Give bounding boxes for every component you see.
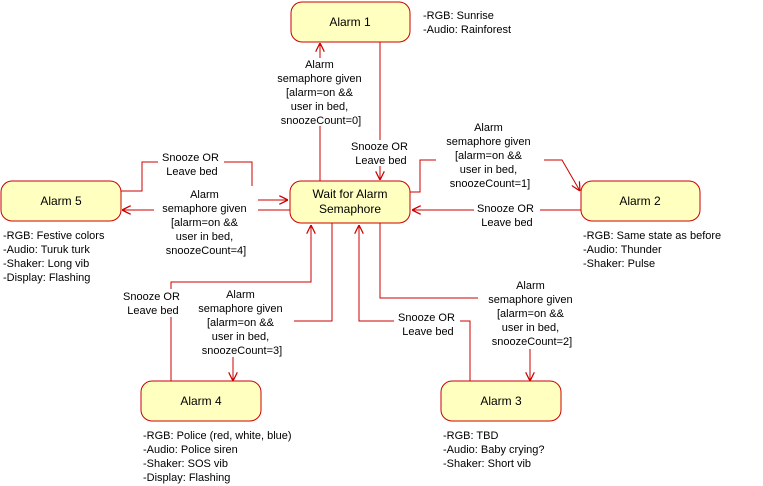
label-to-alarm4: Alarm semaphore given [alarm=on && user … bbox=[198, 289, 285, 357]
label-to-alarm1: Alarm semaphore given [alarm=on && user … bbox=[277, 59, 364, 127]
label-from-alarm5: Snooze OR Leave bed bbox=[162, 152, 222, 178]
svg-text:Semaphore: Semaphore bbox=[319, 202, 381, 216]
state-wait-for-alarm-semaphore: Wait for Alarm Semaphore bbox=[289, 180, 411, 224]
notes-alarm-5: -RGB: Festive colors -Audio: Turuk turk … bbox=[3, 230, 108, 284]
label-from-alarm1: Snooze OR Leave bed bbox=[351, 141, 411, 167]
edge-wait-to-alarm2 bbox=[410, 159, 580, 193]
notes-alarm-3: -RGB: TBD -Audio: Baby crying? -Shaker: … bbox=[443, 430, 548, 470]
notes-alarm-1: -RGB: Sunrise -Audio: Rainforest bbox=[423, 10, 511, 36]
svg-text:Alarm 1: Alarm 1 bbox=[329, 15, 371, 29]
svg-text:Alarm 2: Alarm 2 bbox=[619, 194, 661, 208]
edge-alarm3-to-wait bbox=[359, 225, 471, 381]
label-to-alarm3: Alarm semaphore given [alarm=on && user … bbox=[488, 280, 575, 348]
state-alarm-5: Alarm 5 bbox=[0, 180, 122, 222]
label-to-alarm2: Alarm semaphore given [alarm=on && user … bbox=[446, 122, 533, 190]
svg-text:Alarm 3: Alarm 3 bbox=[480, 394, 522, 408]
notes-alarm-4: -RGB: Police (red, white, blue) -Audio: … bbox=[143, 430, 295, 484]
label-to-alarm5: Alarm semaphore given [alarm=on && user … bbox=[162, 189, 249, 257]
svg-text:Alarm 4: Alarm 4 bbox=[180, 394, 222, 408]
edge-alarm4-to-wait bbox=[170, 225, 311, 381]
notes-alarm-2: -RGB: Same state as before -Audio: Thund… bbox=[583, 230, 724, 270]
state-alarm-2: Alarm 2 bbox=[580, 180, 701, 222]
svg-text:Wait for Alarm: Wait for Alarm bbox=[313, 187, 388, 201]
state-alarm-1: Alarm 1 bbox=[290, 1, 411, 43]
label-from-alarm2: Snooze OR Leave bed bbox=[477, 203, 537, 229]
svg-text:Alarm 5: Alarm 5 bbox=[40, 194, 82, 208]
label-from-alarm3: Snooze OR Leave bed bbox=[398, 312, 458, 338]
state-alarm-3: Alarm 3 bbox=[440, 380, 562, 422]
label-from-alarm4: Snooze OR Leave bed bbox=[123, 291, 183, 317]
transition-labels: Alarm semaphore given [alarm=on && user … bbox=[120, 58, 584, 357]
state-alarm-4: Alarm 4 bbox=[140, 380, 262, 422]
